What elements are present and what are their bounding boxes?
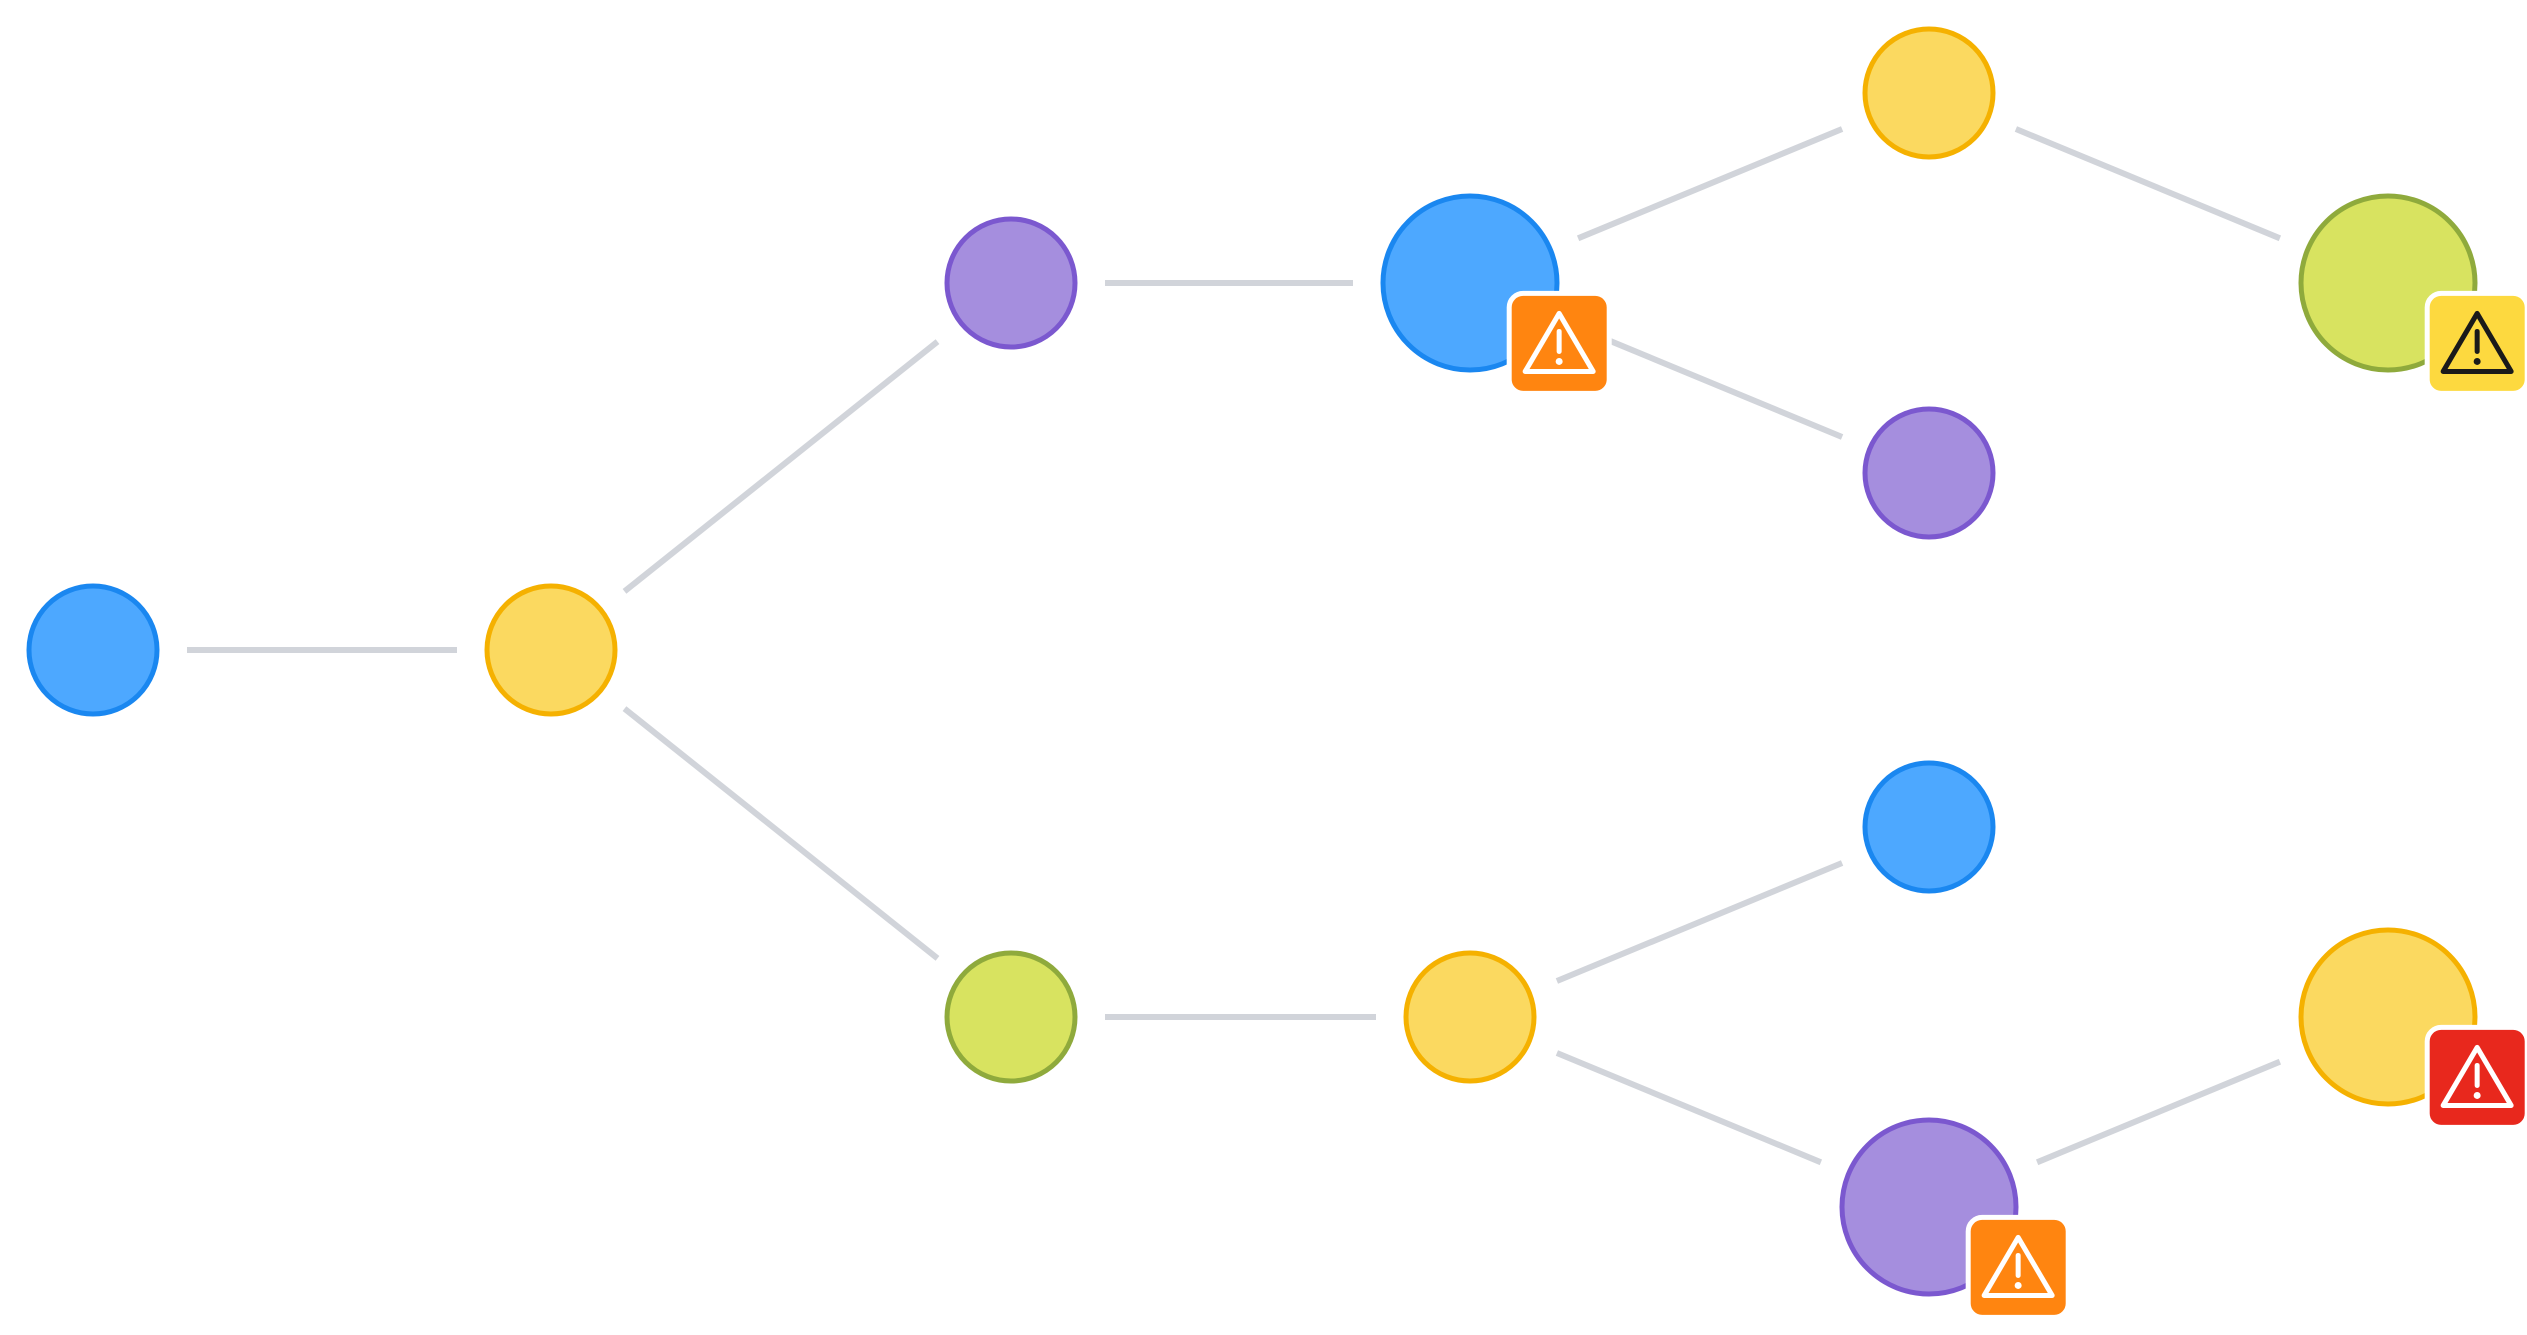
node-n5[interactable] <box>1380 193 1612 396</box>
warning-triangle-icon <box>1522 310 1596 374</box>
edge-n2-n3 <box>622 339 940 594</box>
edge-n6-n10 <box>1555 860 1844 984</box>
warning-badge[interactable] <box>2424 1024 2527 1130</box>
node-n1[interactable] <box>26 583 160 717</box>
node-layer <box>26 26 2527 1320</box>
blue-node-circle[interactable] <box>1862 760 1996 894</box>
node-n4[interactable] <box>944 950 1078 1084</box>
node-n7[interactable] <box>1862 26 1996 160</box>
node-n6[interactable] <box>1403 950 1537 1084</box>
yellow-node-circle[interactable] <box>1403 950 1537 1084</box>
warning-triangle-icon <box>1981 1234 2055 1298</box>
warning-triangle-icon <box>2440 310 2514 374</box>
purple-node-circle[interactable] <box>944 216 1078 350</box>
node-n11[interactable] <box>1839 1117 2071 1320</box>
edge-n6-n11 <box>1555 1050 1823 1166</box>
warning-badge[interactable] <box>1965 1214 2071 1320</box>
yellow-node-circle[interactable] <box>1862 26 1996 160</box>
node-n12[interactable] <box>2298 927 2527 1130</box>
warning-badge[interactable] <box>2424 290 2527 396</box>
purple-node-circle[interactable] <box>1862 406 1996 540</box>
edge-n5-n7 <box>1576 126 1844 242</box>
edge-layer <box>187 126 2282 1166</box>
edge-n7-n9 <box>2014 126 2282 242</box>
warning-triangle-icon <box>2440 1044 2514 1108</box>
yellow-node-circle[interactable] <box>484 583 618 717</box>
node-n8[interactable] <box>1862 406 1996 540</box>
warning-badge[interactable] <box>1506 290 1612 396</box>
node-n3[interactable] <box>944 216 1078 350</box>
blue-node-circle[interactable] <box>26 583 160 717</box>
node-n10[interactable] <box>1862 760 1996 894</box>
node-n9[interactable] <box>2298 193 2527 396</box>
edge-n2-n4 <box>622 706 940 961</box>
node-n2[interactable] <box>484 583 618 717</box>
edge-n11-n12 <box>2035 1058 2282 1166</box>
lime-node-circle[interactable] <box>944 950 1078 1084</box>
edge-n5-n8 <box>1576 324 1844 440</box>
